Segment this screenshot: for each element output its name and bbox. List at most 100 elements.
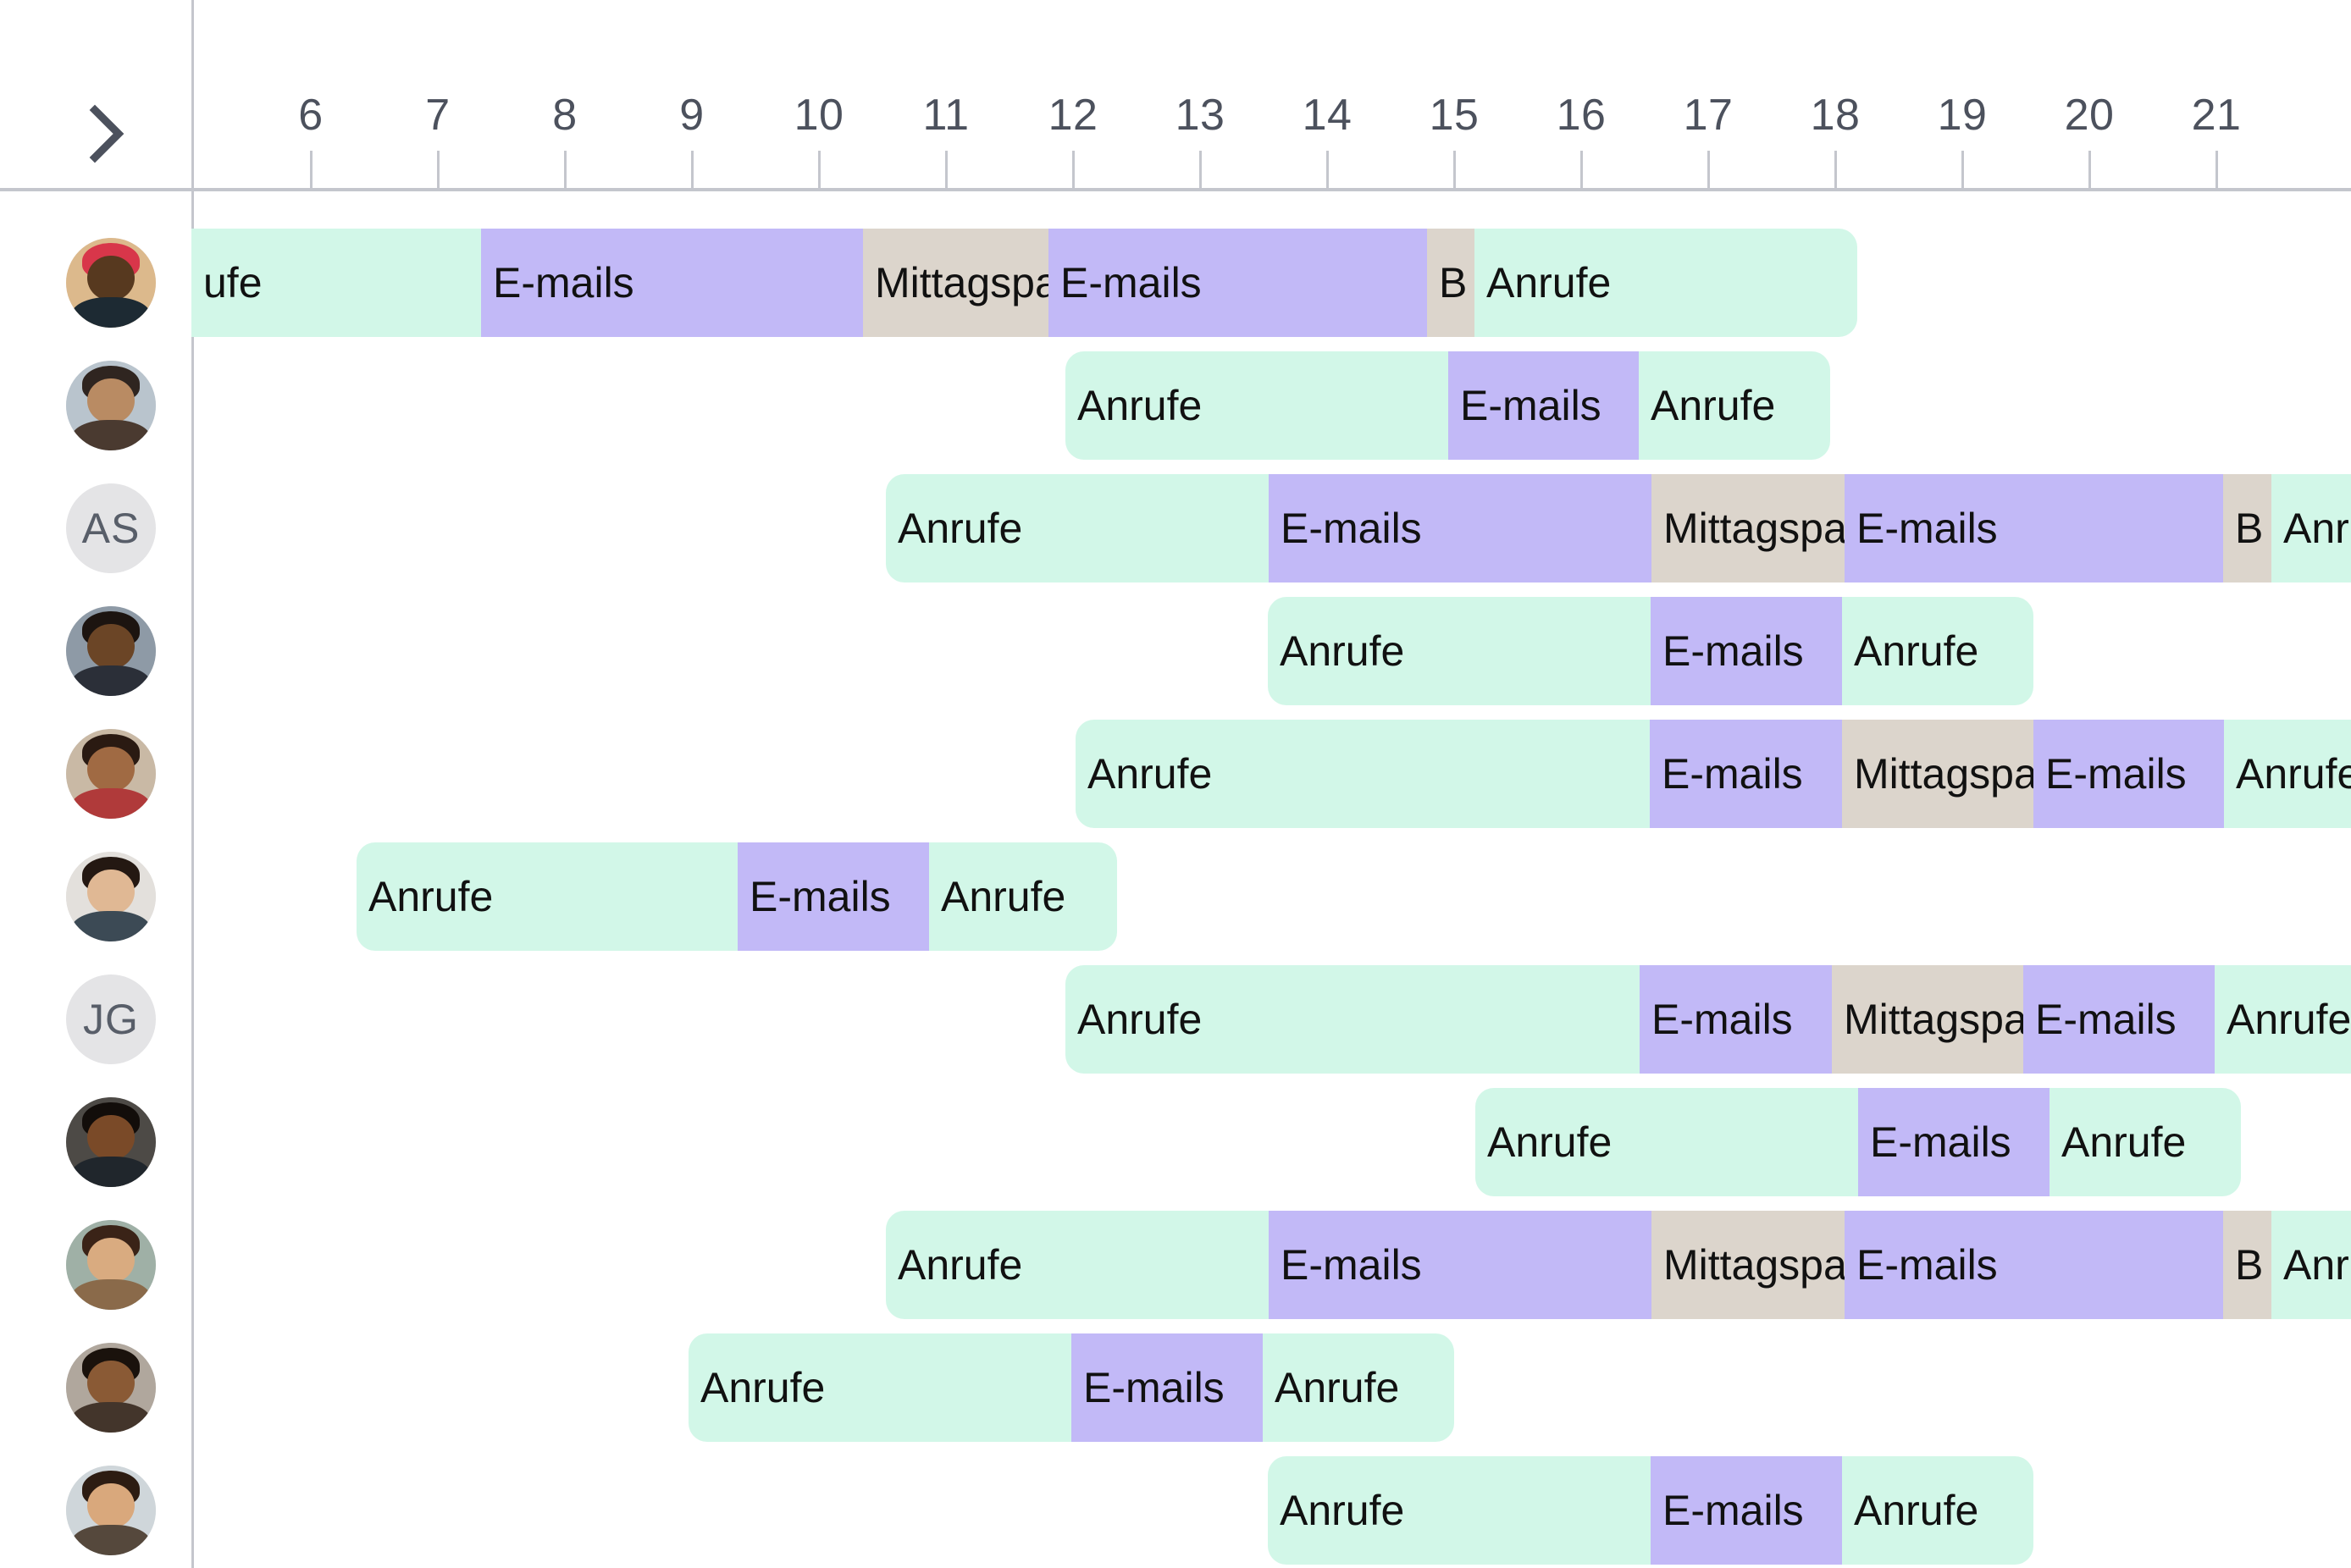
schedule-segment-anrufe[interactable]: Anrufe — [1268, 597, 1651, 705]
avatar-photo-6[interactable] — [66, 852, 156, 941]
avatar-photo-2[interactable] — [66, 361, 156, 450]
schedule-segment-emails[interactable]: E-mails — [1845, 474, 2223, 582]
schedule-segment-anrufe[interactable]: Anrufe — [689, 1333, 1071, 1442]
avatar-photo-4[interactable] — [66, 606, 156, 696]
schedule-segment-anrufe[interactable]: Anrufe — [929, 842, 1117, 951]
schedule-segment-anrufe[interactable]: Anrufe — [2215, 965, 2351, 1074]
schedule-segment-emails[interactable]: E-mails — [1048, 229, 1427, 337]
schedule-segment-anrufe[interactable]: Anrufe — [1065, 351, 1448, 460]
column-divider — [191, 0, 194, 1568]
schedule-segment-emails[interactable]: E-mails — [1845, 1211, 2223, 1319]
avatar-image — [66, 729, 156, 819]
avatar-photo-11[interactable] — [66, 1466, 156, 1555]
avatar-face — [87, 1238, 135, 1284]
avatar-photo-1[interactable] — [66, 238, 156, 328]
schedule-segment-anrufe[interactable]: Anrufe — [1076, 720, 1650, 828]
axis-tick-label: 21 — [2191, 91, 2242, 140]
schedule-segment-emails[interactable]: E-mails — [481, 229, 863, 337]
axis-tick-label: 7 — [425, 91, 451, 140]
schedule-segment-anrufe[interactable]: Anrufe — [1842, 1456, 2033, 1565]
schedule-segment-anrufe[interactable]: Anrufe — [2271, 474, 2351, 582]
schedule-segment-emails[interactable]: E-mails — [1858, 1088, 2050, 1196]
axis-tick — [437, 151, 440, 188]
schedule-segment-emails[interactable]: E-mails — [2033, 720, 2224, 828]
avatar-initials-label: AS — [81, 505, 141, 552]
avatar-image — [66, 1466, 156, 1555]
schedule-segment-anrufe[interactable]: Anrufe — [886, 474, 1269, 582]
schedule-segment-emails[interactable]: E-mails — [738, 842, 929, 951]
schedule-segment-mittagspause[interactable]: Mittagspause — [1832, 965, 2023, 1074]
avatar-photo-10[interactable] — [66, 1343, 156, 1433]
schedule-segment-anrufe[interactable]: Anrufe — [1475, 1088, 1858, 1196]
schedule-segment-anrufe[interactable]: Anrufe — [2224, 720, 2351, 828]
schedule-segment-anrufe[interactable]: Anr — [2271, 1211, 2351, 1319]
schedule-segment-anrufe[interactable]: Anrufe — [1065, 965, 1640, 1074]
avatar-initials-jg[interactable]: JG — [66, 974, 156, 1064]
schedule-segment-mittagspause[interactable]: Mittagspause — [863, 229, 1048, 337]
schedule-segment-emails[interactable]: E-mails — [2023, 965, 2215, 1074]
schedule-segment-mittagspause[interactable]: Mittagspause — [1842, 720, 2033, 828]
axis-tick-label: 17 — [1683, 91, 1734, 140]
schedule-segment-emails[interactable]: E-mails — [1651, 1456, 1842, 1565]
schedule-segment-anrufe[interactable]: Anrufe — [2050, 1088, 2241, 1196]
schedule-segment-anrufe[interactable]: Anrufe — [1268, 1456, 1651, 1565]
schedule-segment-anrufe[interactable]: ufe — [191, 229, 481, 337]
axis-tick — [691, 151, 694, 188]
schedule-segment-emails[interactable]: E-mails — [1269, 1211, 1651, 1319]
schedule-segment-anrufe[interactable]: Anrufe — [1842, 597, 2033, 705]
avatar-initials-as[interactable]: AS — [66, 483, 156, 573]
avatar-body — [71, 665, 151, 696]
avatar-face — [87, 1115, 135, 1161]
avatar-body — [71, 787, 151, 819]
axis-tick — [310, 151, 313, 188]
schedule-segment-mittagspause[interactable]: B — [2223, 474, 2271, 582]
schedule-segment-mittagspause[interactable]: B — [1427, 229, 1474, 337]
schedule-segment-anrufe[interactable]: Anrufe — [357, 842, 738, 951]
schedule-segment-mittagspause[interactable]: Mittagspause — [1651, 1211, 1845, 1319]
avatar-photo-8[interactable] — [66, 1097, 156, 1187]
avatar-photo-5[interactable] — [66, 729, 156, 819]
avatar-image — [66, 1097, 156, 1187]
avatar-initials-label: JG — [83, 996, 139, 1043]
schedule-segment-anrufe[interactable]: Anrufe — [1263, 1333, 1454, 1442]
schedule-segment-emails[interactable]: E-mails — [1448, 351, 1639, 460]
avatar-body — [71, 1524, 151, 1555]
axis-tick — [2088, 151, 2091, 188]
avatar-body — [71, 1401, 151, 1433]
schedule-segment-mittagspause[interactable]: Mittagspause — [1651, 474, 1845, 582]
axis-tick-label: 19 — [1937, 91, 1988, 140]
chevron-right-icon[interactable] — [75, 102, 139, 166]
schedule-segment-anrufe[interactable]: Anrufe — [1474, 229, 1857, 337]
axis-tick-label: 9 — [679, 91, 705, 140]
avatar-photo-9[interactable] — [66, 1220, 156, 1310]
avatar-face — [87, 1483, 135, 1529]
axis-tick-label: 6 — [298, 91, 324, 140]
schedule-segment-anrufe[interactable]: Anrufe — [1639, 351, 1830, 460]
schedule-segment-emails[interactable]: E-mails — [1640, 965, 1832, 1074]
axis-tick-label: 10 — [794, 91, 844, 140]
schedule-segment-emails[interactable]: E-mails — [1071, 1333, 1263, 1442]
time-axis-baseline — [0, 188, 2351, 191]
schedule-segment-emails[interactable]: E-mails — [1650, 720, 1842, 828]
timeline-body[interactable]: ufeE-mailsMittagspauseE-mailsBAnrufeAnru… — [0, 190, 2351, 1568]
schedule-segment-mittagspause[interactable]: B — [2223, 1211, 2271, 1319]
resource-avatar-rail: AS JG — [0, 190, 191, 1568]
avatar-face — [87, 747, 135, 792]
axis-tick — [1072, 151, 1075, 188]
schedule-segment-anrufe[interactable]: Anrufe — [886, 1211, 1269, 1319]
schedule-segment-emails[interactable]: E-mails — [1269, 474, 1651, 582]
schedule-segment-emails[interactable]: E-mails — [1651, 597, 1842, 705]
axis-tick-label: 14 — [1302, 91, 1353, 140]
avatar-image — [66, 238, 156, 328]
